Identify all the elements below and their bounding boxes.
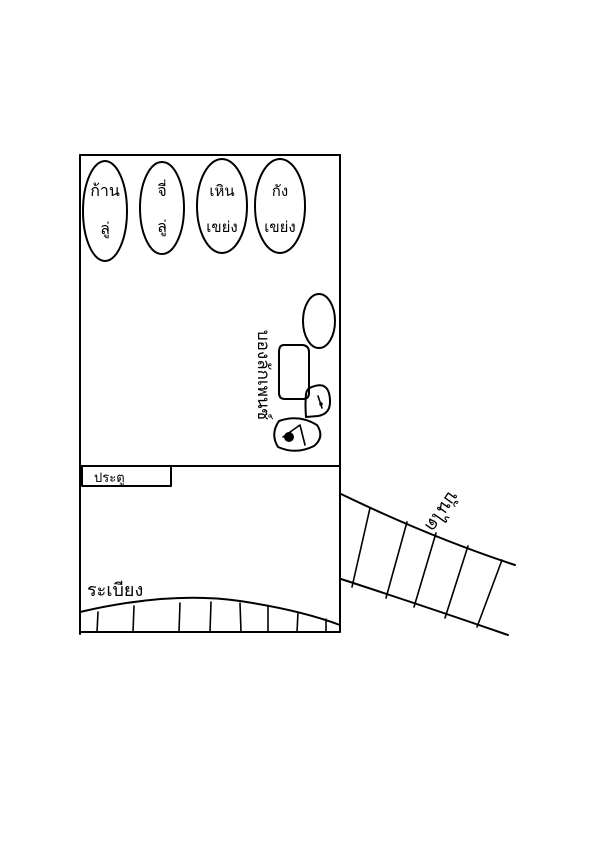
oval-3: เหิน เขย่ง <box>196 158 248 254</box>
oval-2-line2: ลู่ <box>157 217 167 237</box>
stairs <box>340 493 516 636</box>
door: ประตู <box>81 465 172 487</box>
oval-2: จี่ ลู่ <box>139 161 185 255</box>
oval-1: ก้าน ลู่ <box>82 160 128 262</box>
equipment-sketch <box>273 293 336 452</box>
round-seat-shape <box>273 417 322 452</box>
equipment-label: บองลักเพนซ์ <box>253 330 273 420</box>
oval-2-line1: จี่ <box>157 179 166 200</box>
oval-4-line2: เขย่ง <box>264 218 296 236</box>
oval-4: กัง เขย่ง <box>254 158 306 254</box>
oval-1-line2: ลู่ <box>100 219 110 239</box>
oval-3-line1: เหิน <box>209 182 234 200</box>
stairs-label: บันได <box>420 487 464 536</box>
veranda: ระเบียง <box>79 580 341 633</box>
rounded-box-shape <box>278 344 310 400</box>
door-label: ประตู <box>94 471 125 486</box>
veranda-label: ระเบียง <box>87 580 143 601</box>
oval-1-line1: ก้าน <box>90 181 120 200</box>
dial-shape <box>304 384 331 418</box>
small-oval-shape <box>302 293 336 349</box>
oval-4-line1: กัง <box>272 182 288 200</box>
oval-3-line2: เขย่ง <box>206 218 238 236</box>
